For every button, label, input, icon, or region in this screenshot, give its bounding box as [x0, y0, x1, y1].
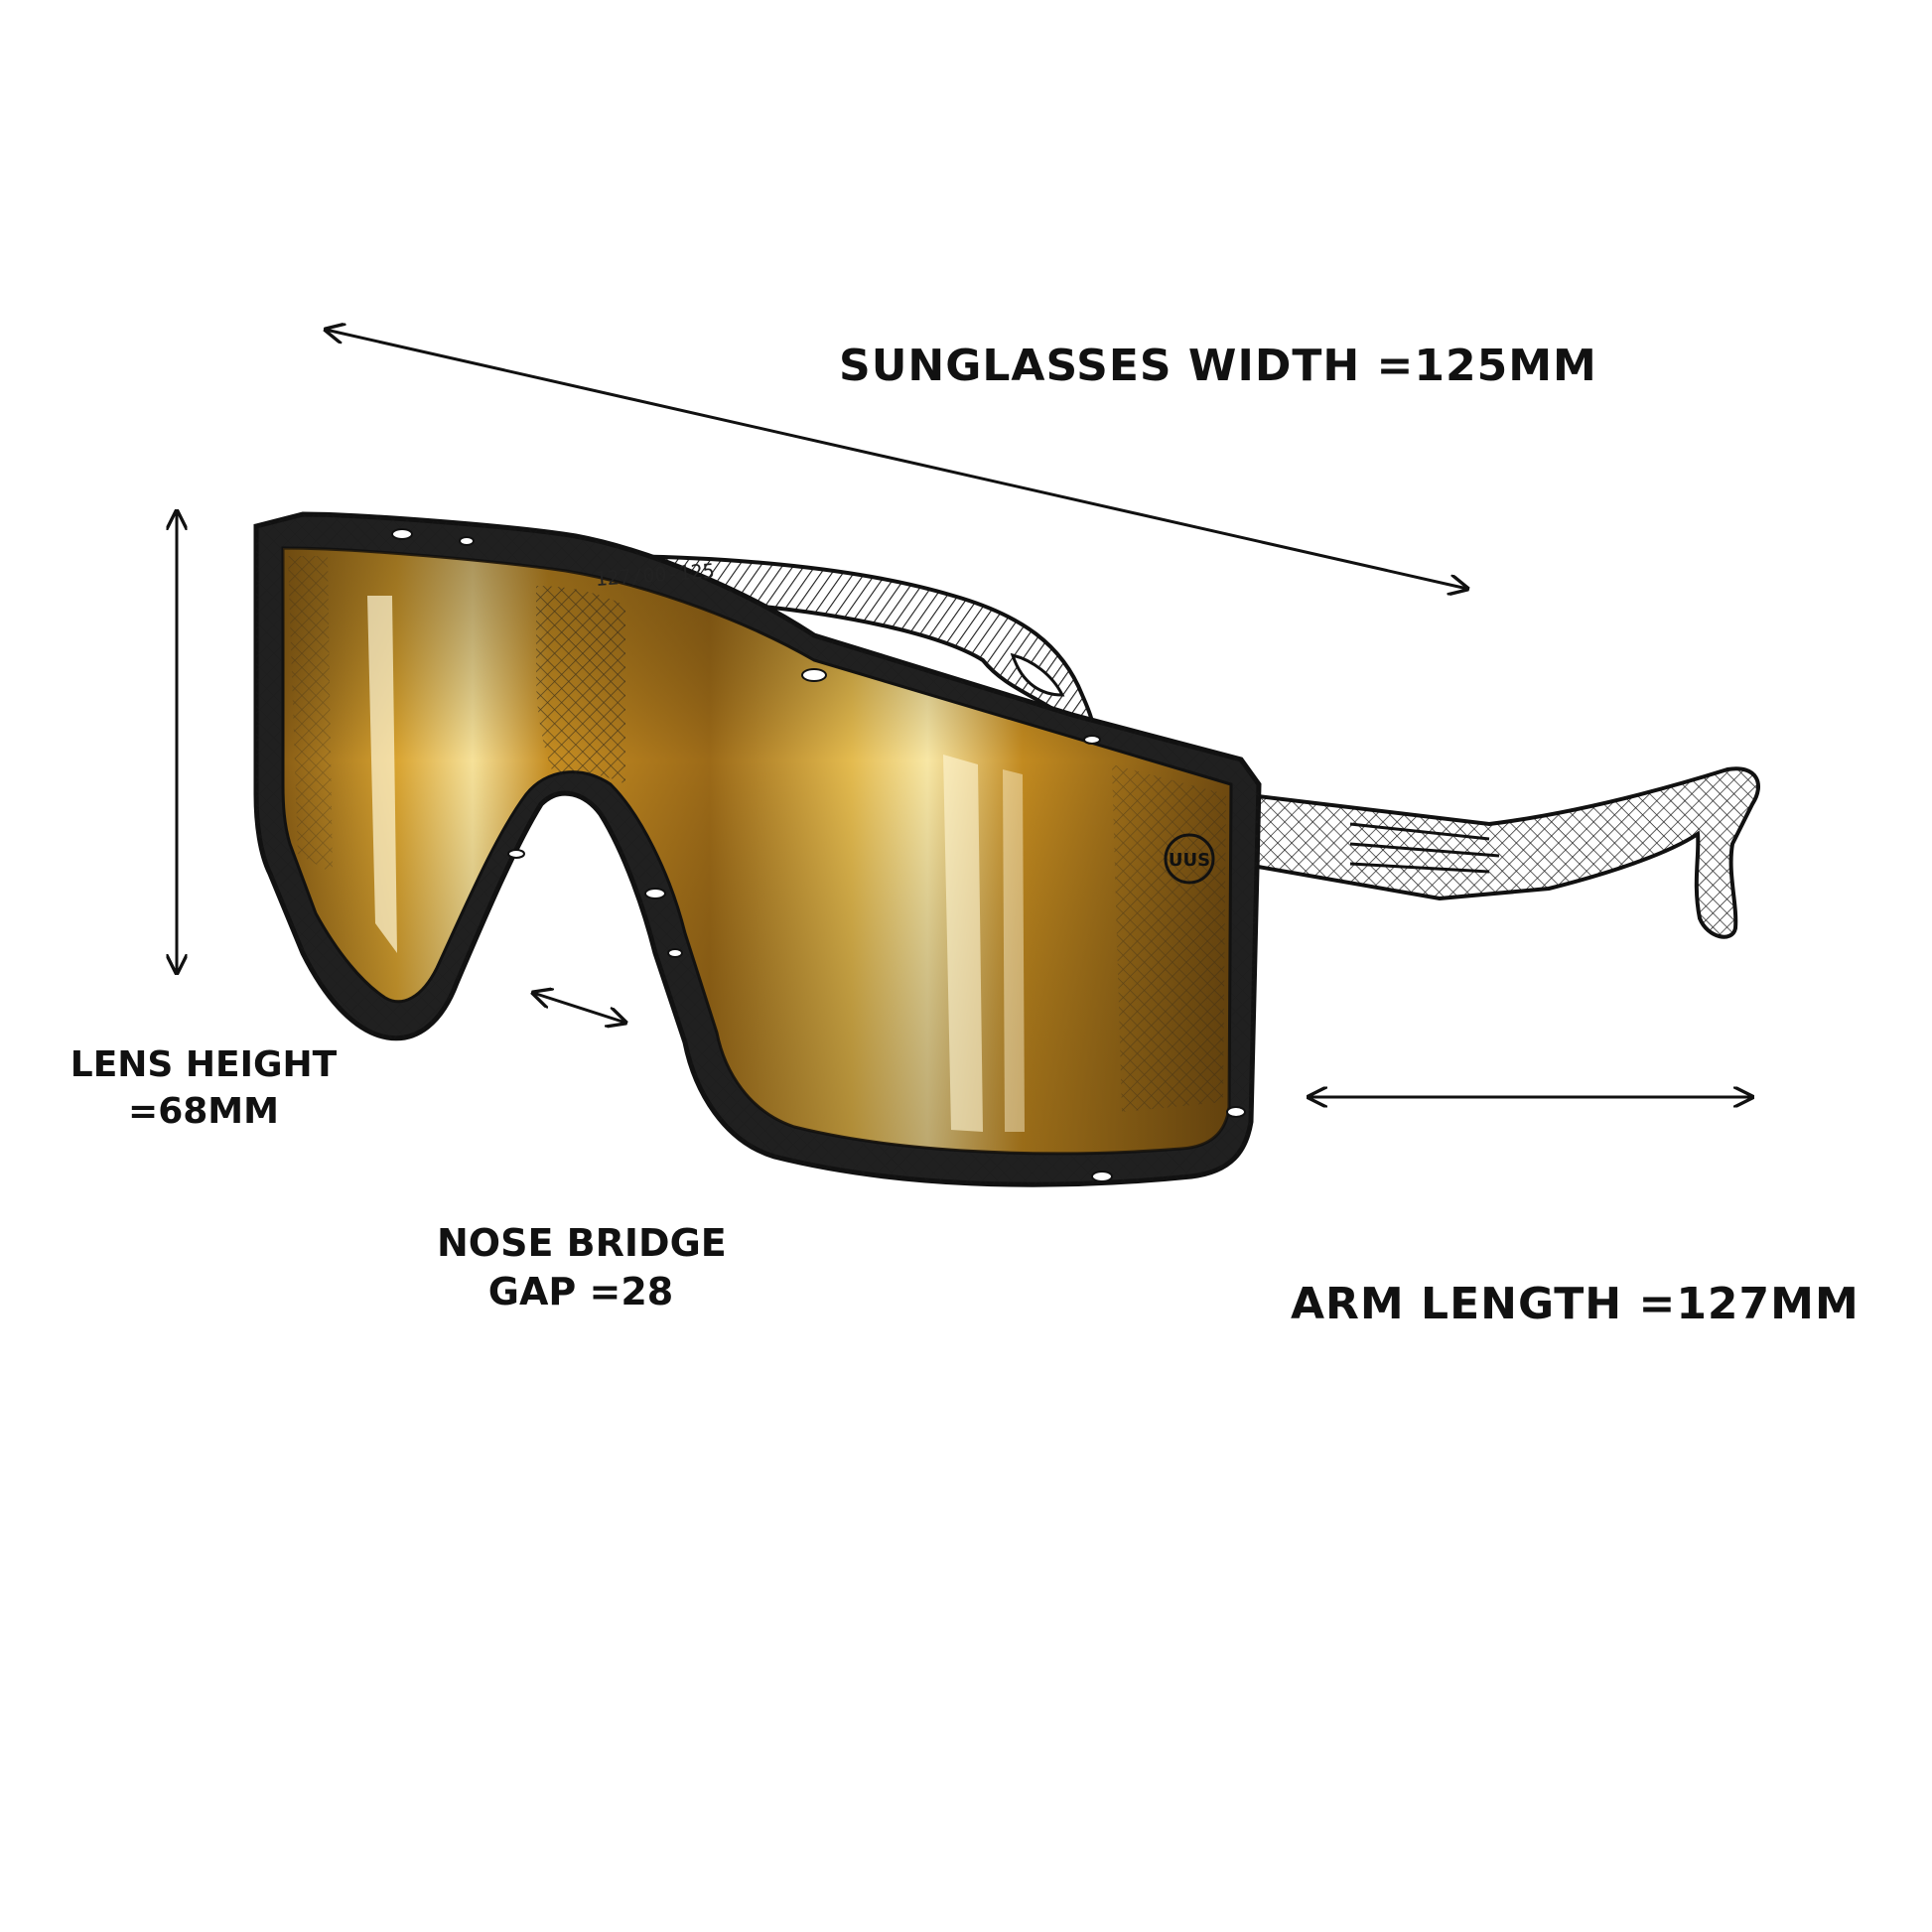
- width-arrow: [326, 330, 1467, 589]
- arm-length-label: ARM LENGTH =127MM: [1291, 1279, 1860, 1329]
- sunglasses-width-label: SUNGLASSES WIDTH =125MM: [839, 341, 1597, 391]
- lens-height-line2: =68MM: [128, 1090, 279, 1132]
- sunglasses-illustration: 127/00-125 UUS: [253, 511, 1760, 1187]
- lens-height-line1: LENS HEIGHT: [69, 1044, 338, 1085]
- nose-bridge-line2: GAP =28: [487, 1270, 674, 1314]
- nose-bridge-line1: NOSE BRIDGE: [437, 1221, 727, 1265]
- near-temple-arm: [1239, 766, 1760, 939]
- nose-bridge-label: NOSE BRIDGE GAP =28: [437, 1219, 727, 1317]
- nose-bridge-arrow: [533, 993, 625, 1023]
- logo-badge: [1164, 833, 1215, 885]
- lens-height-label: LENS HEIGHT =68MM: [69, 1042, 338, 1136]
- logo-text: UUS: [1169, 850, 1210, 871]
- nose-bridge-panel: [536, 586, 625, 784]
